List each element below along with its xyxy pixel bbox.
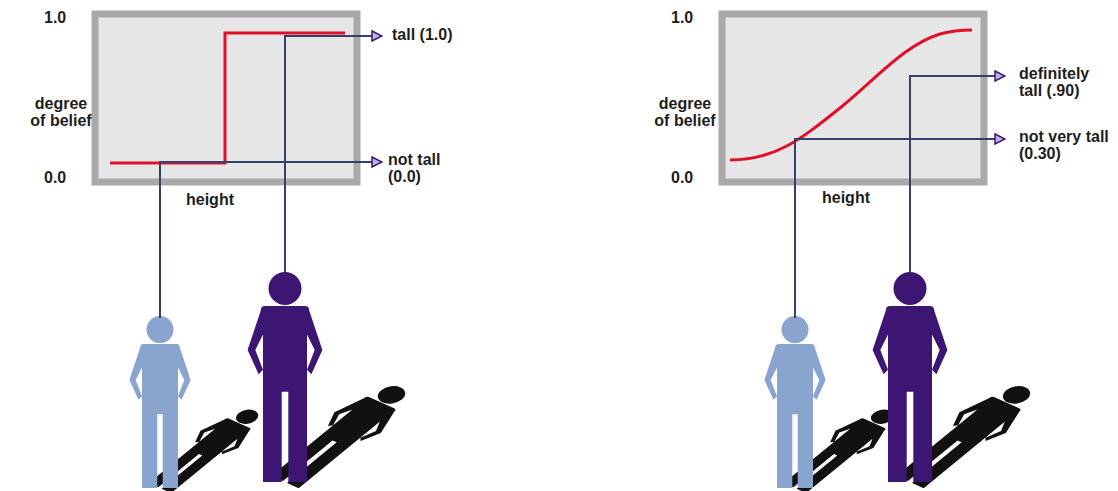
short-person [129, 316, 190, 488]
short-person [764, 316, 825, 488]
callout-label: not tall (0.0) [388, 152, 476, 186]
axis-title: degree of belief [652, 96, 718, 130]
fuzzy-membership-curve [730, 30, 972, 160]
leader-line [285, 36, 382, 272]
axis-title: height [822, 190, 902, 207]
plot-frame [95, 14, 357, 182]
tall-person [248, 272, 323, 482]
axis-title: degree of belief [30, 96, 92, 130]
callout-label: definitely tall (.90) [1019, 66, 1113, 100]
person-shadow [887, 377, 1049, 491]
crisp-membership-curve [110, 33, 345, 163]
leader-line [160, 162, 382, 318]
axis-value: 1.0 [44, 10, 94, 27]
axis-title: height [186, 192, 266, 209]
person-shadow [262, 377, 424, 491]
tall-person [873, 272, 948, 482]
axis-value: 0.0 [44, 170, 94, 187]
callout-label: tall (1.0) [392, 27, 502, 44]
plot-frame [722, 14, 984, 182]
person-shadow [141, 402, 273, 491]
callout-label: not very tall (0.30) [1019, 129, 1113, 163]
axis-value: 1.0 [671, 10, 721, 27]
leader-line [910, 76, 1005, 272]
leader-line [795, 139, 1005, 318]
axis-value: 0.0 [671, 170, 721, 187]
